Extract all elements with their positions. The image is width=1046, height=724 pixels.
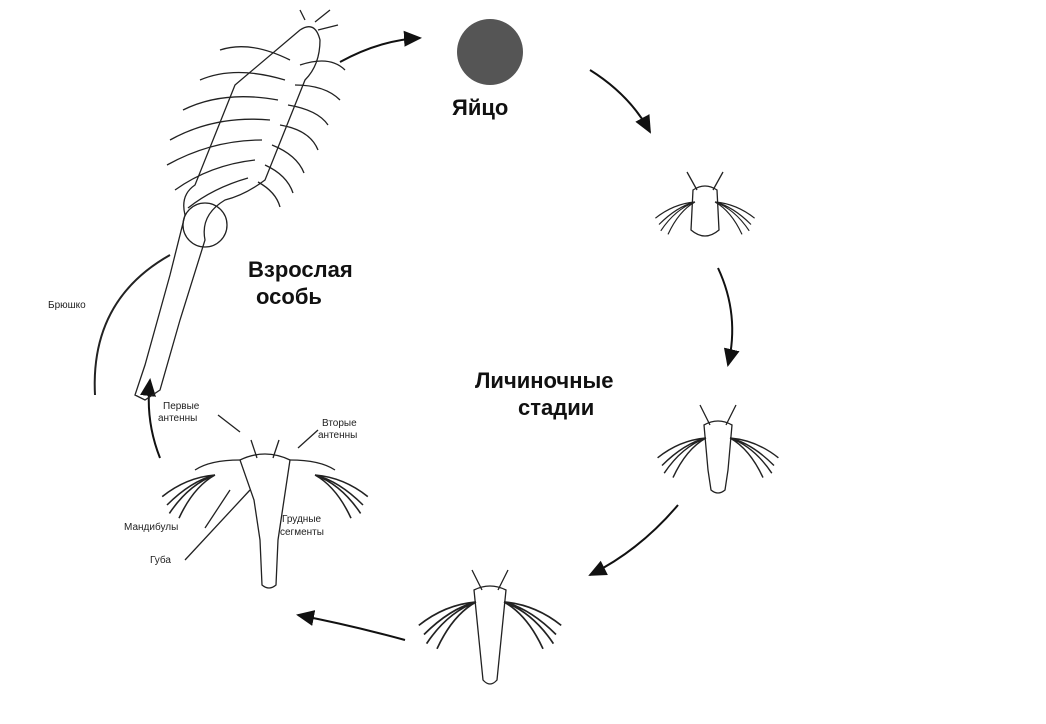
abdomen-pointer-arc [93,254,171,396]
arrow-egg-to-larva1 [589,69,651,134]
larva-stage-2 [656,404,780,494]
labrum-label: Губа [150,554,171,566]
adult-shrimp [134,9,346,401]
pointer-first-antennae [217,414,241,433]
adult-label-line2: особь [256,284,322,309]
arrow-larva3-to-nauplius [296,610,406,641]
thoracic-segments-label-1: Грудные [282,514,322,525]
thoracic-segments-label-2: сегменты [280,527,324,538]
pointer-labrum [184,489,251,561]
arrow-larva1-to-larva2 [717,267,740,367]
labeled-larva [161,439,369,589]
pointer-second-antennae [297,429,319,449]
arrow-adult-to-egg [339,30,422,63]
second-antennae-label-2: антенны [318,430,357,441]
arrow-larva2-to-larva3 [588,504,679,576]
larval-label-line2: стадии [518,395,594,420]
egg [457,19,523,85]
second-antennae-label-1: Вторые [322,418,357,429]
larval-label-line1: Личиночные [475,368,614,393]
first-antennae-label-2: антенны [158,413,197,424]
pointer-mandibles [204,489,231,529]
adult-legs [166,46,346,209]
egg-label: Яйцо [452,95,508,120]
adult-label-line1: Взрослая [248,257,353,282]
arrow-nauplius-to-adult [140,378,161,459]
larva-stage-3 [417,569,563,685]
larva-stage-1 [654,171,756,237]
first-antennae-label-1: Первые [163,401,200,412]
abdomen-label: Брюшко [48,300,86,311]
mandibles-label: Мандибулы [124,521,178,533]
